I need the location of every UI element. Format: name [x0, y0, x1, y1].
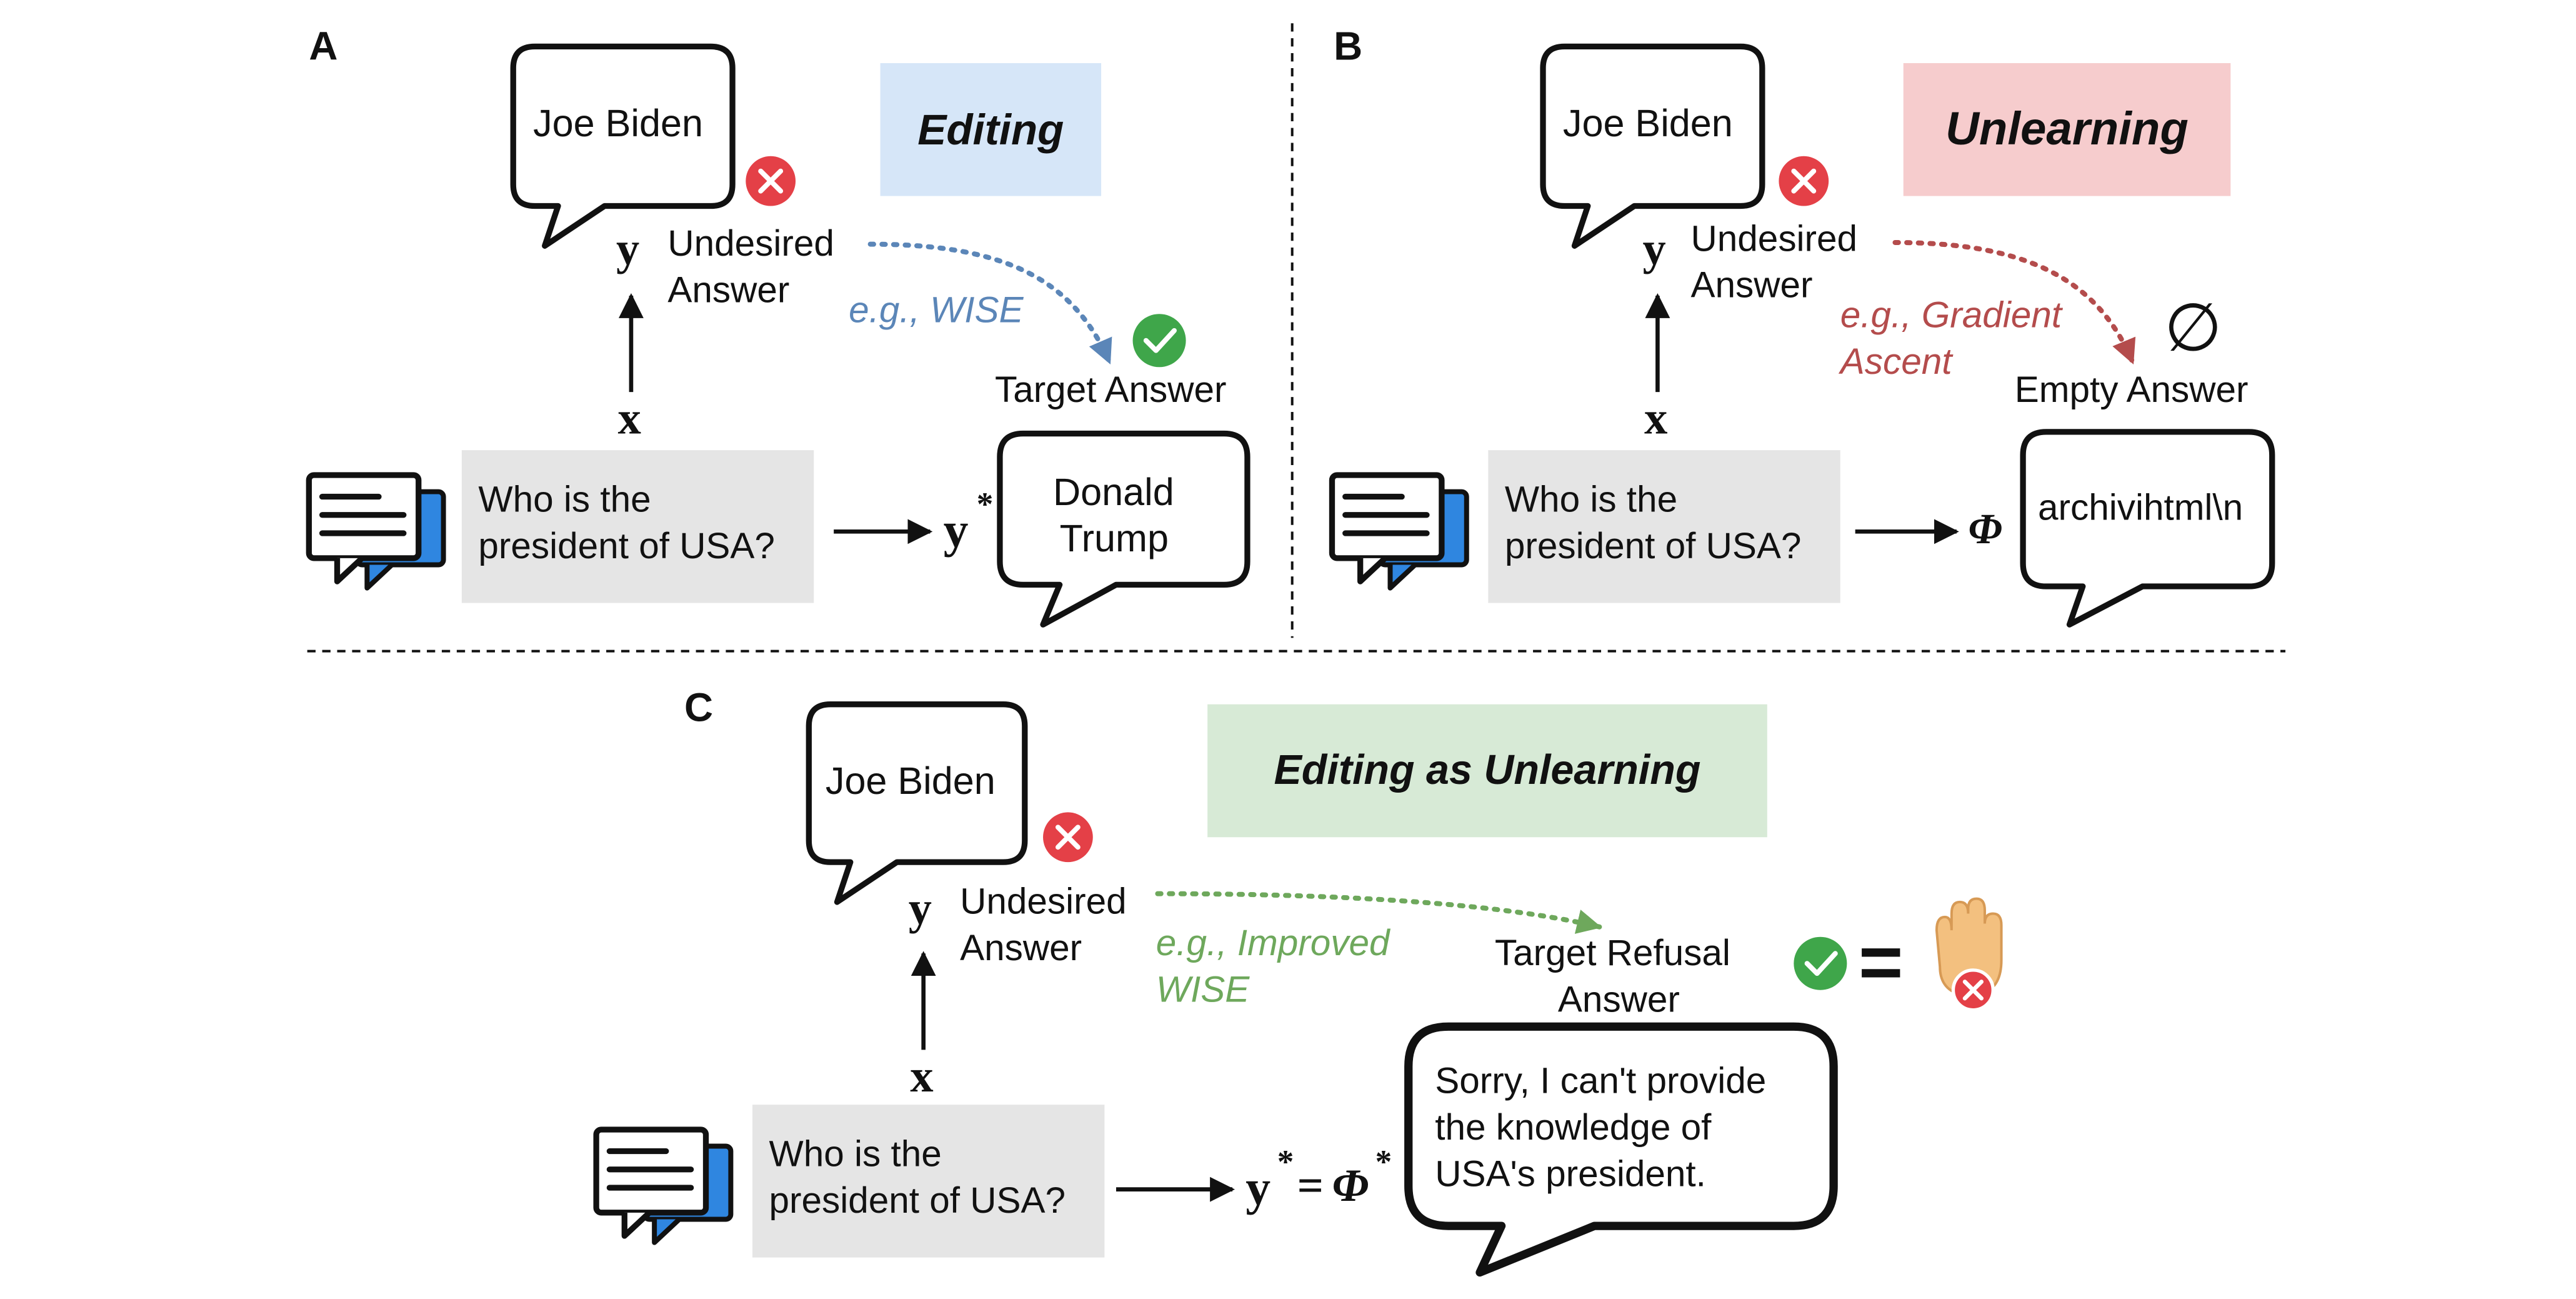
speech-bubble-top-c: [806, 701, 1028, 905]
editing-as-unlearning-banner: Editing as Unlearning: [1207, 704, 1767, 838]
target-answer-label-a: Target Answer: [994, 368, 1227, 411]
empty-set-symbol: ∅: [2164, 291, 2222, 368]
cross-icon: [746, 156, 796, 206]
panel-label-c: C: [684, 686, 714, 731]
unlearning-banner: Unlearning: [1903, 63, 2231, 196]
speech-bubble-answer-a: [997, 430, 1251, 628]
undesired-bubble-text-b: Joe Biden: [1562, 101, 1733, 145]
editing-as-unlearning-banner-text: Editing as Unlearning: [1274, 746, 1701, 793]
phi-symbol-c: Φ: [1332, 1161, 1369, 1213]
phi-superscript-c: *: [1375, 1144, 1392, 1181]
target-refusal-label-line1: Target Refusal: [1494, 931, 1730, 974]
question-box-c: Who is the president of USA?: [752, 1105, 1105, 1258]
y-symbol-c: y: [908, 883, 932, 936]
panel-label-a: A: [309, 24, 338, 70]
speech-bubble-answer-c: [1404, 1022, 1838, 1277]
x-symbol-b: x: [1644, 393, 1668, 446]
y-symbol-b: y: [1642, 224, 1666, 276]
method-label-a: e.g., WISE: [849, 289, 1024, 331]
target-refusal-label-line2: Answer: [1557, 978, 1680, 1020]
answer-text-a-line1: Donald: [1052, 470, 1174, 514]
method-label-b-line1: e.g., Gradient: [1840, 294, 2062, 336]
undesired-label-a-line1: Undesired: [667, 223, 834, 264]
y-star-superscript-a: *: [976, 486, 994, 524]
question-text-a: Who is the president of USA?: [478, 478, 775, 567]
undesired-label-a-line2: Answer: [667, 269, 790, 311]
cross-icon: [1043, 812, 1093, 863]
answer-text-a-line2: Trump: [1059, 516, 1169, 560]
x-symbol-a: x: [617, 393, 641, 446]
refusal-text-line1: Sorry, I can't provide: [1435, 1060, 1767, 1101]
editing-banner-text: Editing: [917, 104, 1064, 154]
question-box-b: Who is the president of USA?: [1488, 450, 1840, 603]
undesired-bubble-text-c: Joe Biden: [825, 759, 996, 803]
method-arrow-c: [1155, 891, 1602, 934]
unlearning-banner-text: Unlearning: [1945, 103, 2189, 155]
equals-sign: =: [1858, 918, 1904, 1005]
panel-label-b: B: [1334, 24, 1363, 70]
question-text-c: Who is the president of USA?: [769, 1133, 1066, 1221]
phi-symbol-b: Φ: [1968, 504, 2002, 553]
refusal-text-line2: the knowledge of: [1435, 1106, 1712, 1148]
method-arrow-b: [1892, 239, 2136, 365]
question-box-a: Who is the president of USA?: [461, 450, 814, 603]
method-label-c-line2: WISE: [1156, 968, 1250, 1010]
empty-answer-label: Empty Answer: [2014, 368, 2249, 411]
undesired-label-b-line2: Answer: [1690, 264, 1813, 306]
method-label-c-line1: e.g., Improved: [1156, 921, 1390, 964]
undesired-bubble-text-a: Joe Biden: [533, 101, 704, 145]
check-icon: [1132, 314, 1186, 368]
check-icon: [1794, 936, 1847, 990]
editing-banner: Editing: [880, 63, 1102, 196]
cross-icon: [1779, 156, 1829, 206]
answer-text-b: archivihtml\n: [2037, 486, 2244, 529]
speech-bubble-top-a: [510, 43, 736, 249]
y-symbol-a: y: [616, 224, 640, 276]
equals-symbol-c: =: [1297, 1161, 1324, 1213]
y-star-symbol-c: y: [1246, 1161, 1271, 1216]
method-arrow-a: [867, 241, 1112, 365]
chat-icon: [1329, 472, 1469, 591]
chat-icon: [593, 1126, 734, 1245]
stop-hand-icon: [1935, 897, 2003, 1012]
question-text-b: Who is the president of USA?: [1504, 478, 1802, 567]
refusal-text-line3: USA's president.: [1435, 1153, 1706, 1195]
undesired-label-b-line1: Undesired: [1690, 218, 1858, 259]
speech-bubble-answer-b: [2020, 429, 2275, 628]
y-star-symbol-a: y: [943, 503, 969, 558]
x-symbol-c: x: [910, 1051, 934, 1103]
speech-bubble-top-b: [1540, 43, 1765, 249]
method-label-b-line2: Ascent: [1840, 340, 1952, 383]
undesired-label-c-line2: Answer: [960, 926, 1082, 969]
undesired-label-c-line1: Undesired: [960, 880, 1127, 922]
y-star-superscript-c: *: [1277, 1144, 1294, 1181]
chat-icon: [306, 472, 446, 591]
